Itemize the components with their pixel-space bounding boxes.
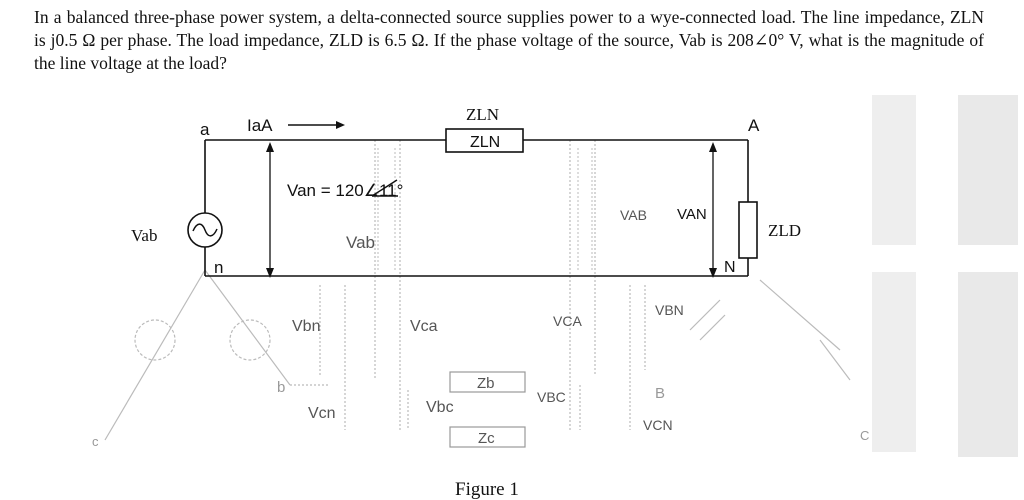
figure-caption: Figure 1 — [455, 479, 519, 500]
zb-label: Zb — [477, 375, 495, 392]
zld-label: ZLD — [768, 221, 801, 240]
vca-label: Vca — [410, 318, 438, 335]
vbn-cap-label: VBN — [655, 302, 684, 318]
vca-cap-label: VCA — [553, 313, 582, 329]
voltage-arrows — [269, 150, 714, 270]
faint-background-circuit — [104, 140, 851, 448]
van-annotation: Van = 120∠11° — [287, 181, 403, 200]
arrow-down-icon — [709, 268, 717, 278]
vcn-cap-label: VCN — [643, 417, 673, 433]
zln-label: ZLN — [466, 105, 499, 124]
vab-source-label: Vab — [131, 226, 157, 245]
node-N-label: N — [724, 259, 736, 276]
background-texture — [958, 272, 1018, 457]
node-c-label: c — [92, 434, 99, 449]
vab-inner-label: Vab — [346, 233, 375, 252]
node-B-label: B — [655, 385, 665, 402]
question-text: In a balanced three-phase power system, … — [34, 7, 984, 73]
arrow-down-icon — [266, 268, 274, 278]
zc-label: Zc — [478, 430, 495, 447]
current-arrow-icon — [288, 121, 345, 129]
vbc-cap-label: VBC — [537, 389, 566, 405]
angle-icon — [371, 179, 398, 197]
background-texture — [958, 95, 1018, 245]
node-C-label: C — [860, 428, 869, 443]
zln-box-label: ZLN — [470, 134, 500, 151]
arrow-up-icon — [266, 142, 274, 152]
node-n-label: n — [214, 258, 223, 277]
line-current-label: IaA — [247, 116, 273, 135]
line-impedance-box — [445, 128, 524, 153]
vab-cap-label: VAB — [620, 207, 647, 223]
ac-source-icon — [187, 212, 223, 248]
vbc-label: Vbc — [426, 399, 454, 416]
arrow-up-icon — [709, 142, 717, 152]
vcn-label: Vcn — [308, 405, 336, 422]
van-cap-label: VAN — [677, 206, 707, 223]
load-impedance-box — [738, 201, 758, 259]
node-A-label: A — [748, 116, 760, 135]
background-texture — [872, 95, 916, 245]
faint-dashed-lines — [377, 148, 593, 270]
node-b-label: b — [277, 379, 285, 396]
background-texture — [872, 272, 916, 452]
main-circuit — [204, 139, 749, 277]
vbn-label: Vbn — [292, 318, 320, 335]
node-a-label: a — [200, 120, 210, 139]
